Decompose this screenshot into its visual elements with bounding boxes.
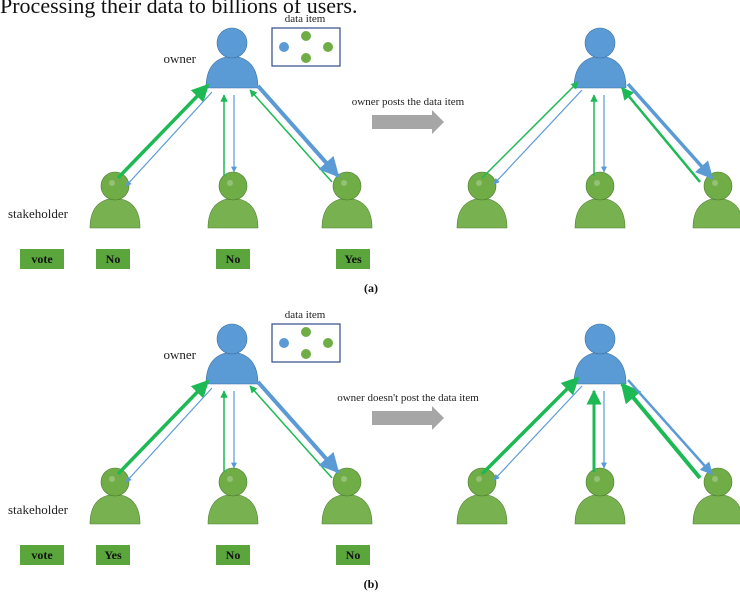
arrow-g-r1-1 (480, 376, 580, 476)
vote-box-1-1-text: No (226, 548, 241, 562)
stakeholder-right-0-1 (574, 171, 626, 229)
owner-label-0: owner (164, 51, 197, 66)
arrow-b-r1-1 (493, 385, 583, 481)
vote-box-0-0: No (96, 249, 130, 269)
arrow-g-r1-0 (481, 81, 579, 179)
stakeholder-left-0-1 (207, 171, 259, 229)
arrow-b-r1-0 (493, 89, 583, 185)
arrow-b-l3-1 (256, 380, 340, 474)
stakeholder-right-1-2 (692, 467, 740, 525)
owner-left-1 (205, 323, 259, 385)
stakeholder-left-0-0 (89, 171, 141, 229)
vote-box-0-1-text: No (226, 252, 241, 266)
action-arrow-0 (372, 110, 444, 134)
arrow-g-r3-0 (621, 87, 701, 183)
vote-label-box-0: vote (20, 249, 64, 269)
stakeholder-right-0-0 (456, 171, 508, 229)
vote-label-box-1: vote (20, 545, 64, 565)
arrow-g-l1-0 (116, 83, 210, 180)
owner-right-0 (573, 27, 627, 89)
action-label-1: owner doesn't post the data item (337, 392, 479, 404)
vote-box-0-1: No (216, 249, 250, 269)
arrow-g-l1-1 (116, 379, 210, 476)
data-item-0 (271, 27, 341, 67)
vote-box-1-1: No (216, 545, 250, 565)
vote-label-box-1-text: vote (31, 548, 53, 562)
vote-box-1-0: Yes (96, 545, 130, 565)
owner-right-1 (573, 323, 627, 385)
stakeholder-left-1-1 (207, 467, 259, 525)
vote-label-box-0-text: vote (31, 252, 53, 266)
vote-box-1-0-text: Yes (104, 548, 122, 562)
action-arrow-1 (372, 406, 444, 430)
arrow-b-l1-1 (125, 387, 213, 483)
arrow-b-r3-0 (626, 82, 714, 180)
vote-box-1-2-text: No (346, 548, 361, 562)
owner-left-0 (205, 27, 259, 89)
action-label-0: owner posts the data item (352, 96, 465, 108)
stakeholder-left-1-2 (321, 467, 373, 525)
arrow-b-l3-0 (256, 84, 340, 178)
owner-label-1: owner (164, 347, 197, 362)
arrow-b-r3-1 (627, 379, 713, 475)
arrow-g-r3-1 (620, 382, 702, 480)
stakeholder-left-0-2 (321, 171, 373, 229)
arrow-b-l1-0 (125, 91, 213, 187)
vote-box-0-2-text: Yes (344, 252, 362, 266)
stakeholder-right-1-0 (456, 467, 508, 525)
panel-label-1: (b) (364, 577, 379, 591)
stakeholder-label-1: stakeholder (8, 502, 69, 517)
vote-box-0-0-text: No (106, 252, 121, 266)
vote-box-1-2: No (336, 545, 370, 565)
arrow-g-l3-0 (249, 89, 333, 183)
data-item-1 (271, 323, 341, 363)
caption-fragment: Processing their data to billions of use… (0, 0, 358, 18)
vote-box-0-2: Yes (336, 249, 370, 269)
panel-label-0: (a) (364, 281, 378, 295)
data-item-label-1: data item (285, 309, 326, 321)
data-item-label-0: data item (285, 13, 326, 25)
stakeholder-left-1-0 (89, 467, 141, 525)
stakeholder-right-1-1 (574, 467, 626, 525)
arrow-g-l3-1 (249, 385, 333, 479)
stakeholder-label-0: stakeholder (8, 206, 69, 221)
